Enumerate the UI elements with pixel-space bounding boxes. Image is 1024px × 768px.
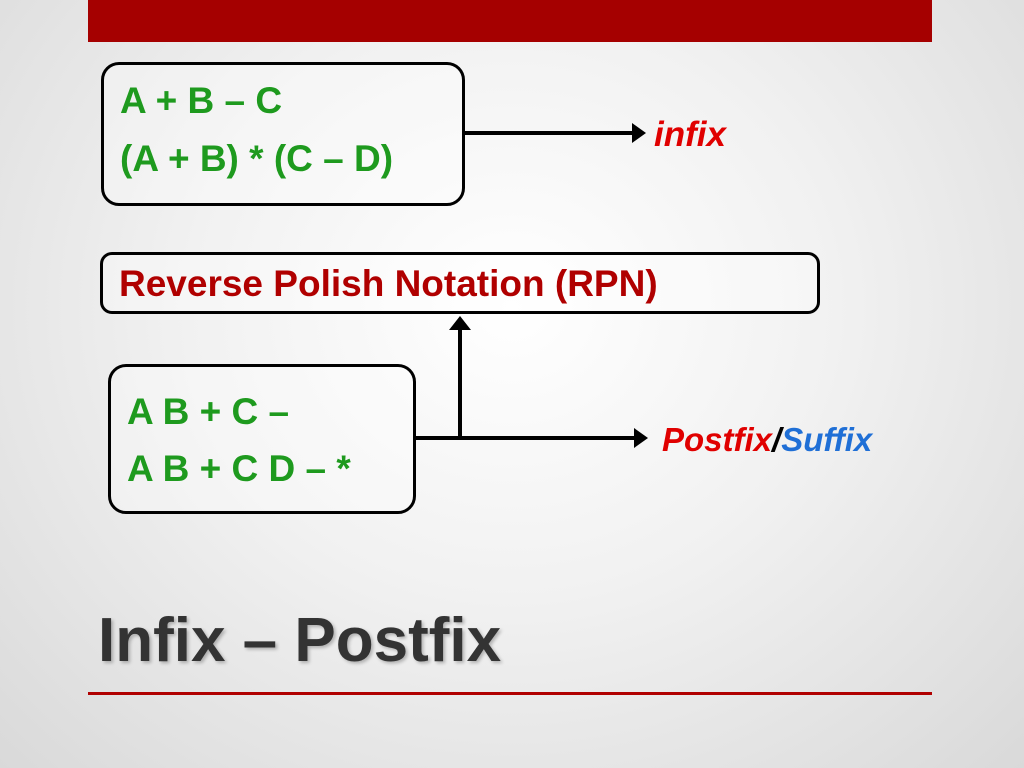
slide-title: Infix – Postfix [98, 606, 502, 675]
suffix-word: Suffix [781, 421, 873, 458]
postfix-expression-2: A B + C D – * [127, 448, 351, 489]
top-accent-bar [88, 0, 932, 42]
postfix-expression-1: A B + C – [127, 391, 290, 432]
infix-expression-1: A + B – C [120, 80, 283, 121]
postfix-suffix-label: Postfix/Suffix [662, 423, 872, 456]
postfix-expressions-box: A B + C – A B + C D – * [108, 364, 416, 514]
infix-arrow [465, 123, 646, 143]
label-separator: / [772, 421, 782, 458]
up-arrow-to-rpn [449, 316, 471, 438]
infix-expression-2: (A + B) * (C – D) [120, 138, 394, 179]
rpn-box: Reverse Polish Notation (RPN) [100, 252, 820, 314]
infix-label: infix [654, 115, 726, 154]
postfix-word: Postfix [662, 421, 773, 458]
postfix-arrow [416, 428, 648, 448]
rpn-label: Reverse Polish Notation (RPN) [119, 263, 658, 304]
title-underline [88, 692, 932, 695]
infix-expressions-box: A + B – C (A + B) * (C – D) [101, 62, 465, 206]
